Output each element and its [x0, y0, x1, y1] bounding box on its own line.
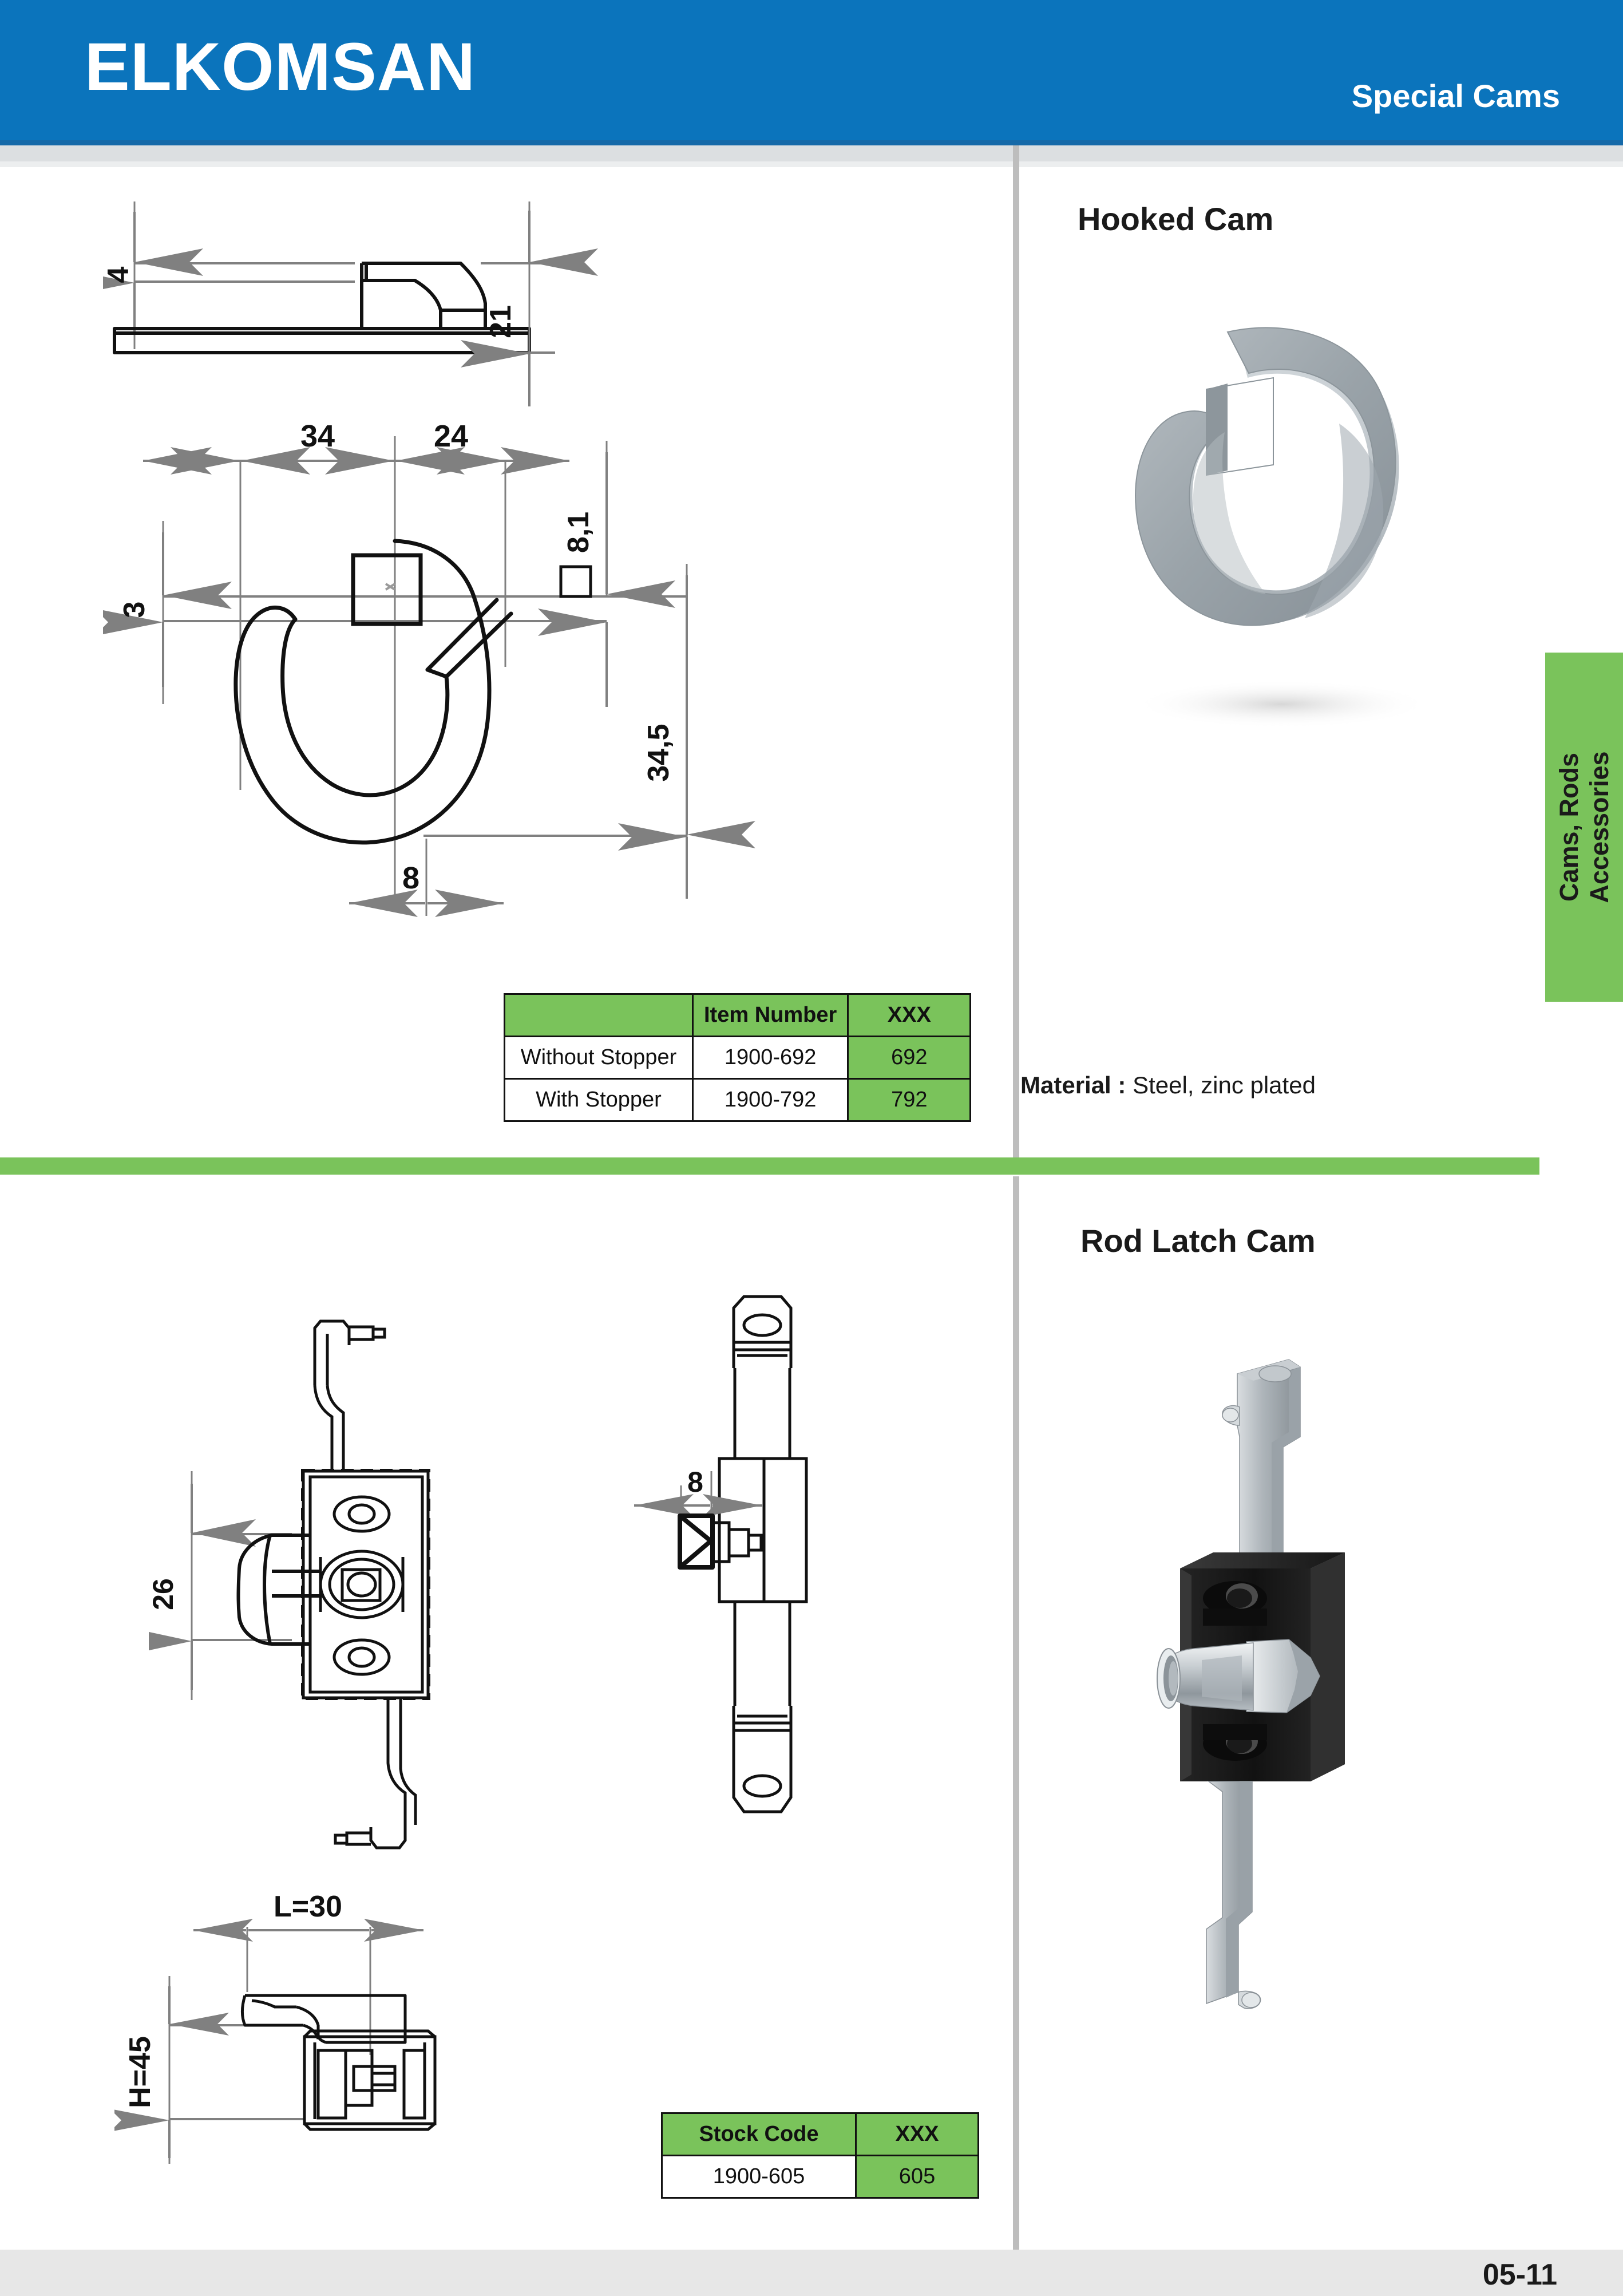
- dimension-3: 3: [118, 602, 151, 618]
- dimension-H45: H=45: [124, 2036, 157, 2108]
- rod-latch-cam-stock-table: Stock Code XXX 1900-605 605: [661, 2112, 979, 2199]
- page-footer: [0, 2250, 1623, 2296]
- rod-latch-cam-detail-view-drawing: L=30 H=45: [114, 1890, 437, 2164]
- dimension-24: 24: [434, 419, 468, 453]
- dimension-34-5: 34,5: [642, 724, 675, 781]
- header-gray-band-light: [0, 161, 1623, 167]
- section-title-hooked-cam: Hooked Cam: [1078, 201, 1274, 237]
- rod-latch-cam-side-view-drawing: 8: [634, 1295, 808, 1813]
- dimension-4: 4: [103, 266, 135, 283]
- table-header-item-number: Item Number: [691, 993, 849, 1037]
- hooked-cam-3d-render: [1133, 327, 1431, 728]
- dimension-26: 26: [149, 1578, 179, 1610]
- cell-item-number: 1900-692: [691, 1036, 849, 1080]
- header-section-title: Special Cams: [1351, 78, 1560, 114]
- hooked-cam-item-table: Item Number XXX Without Stopper 1900-692…: [504, 993, 972, 1122]
- side-tab-cams-rods-accessories: Cams, Rods Accessories: [1545, 653, 1623, 1002]
- cell-xxx-code: 692: [847, 1036, 972, 1080]
- dimension-21: 21: [484, 305, 517, 338]
- page-header: ELKOMSAN Special Cams: [0, 0, 1623, 140]
- dimension-8-side: 8: [687, 1466, 703, 1498]
- dimension-34: 34: [300, 419, 335, 453]
- cell-item-number: 1900-792: [691, 1078, 849, 1122]
- cell-stock-code: 1900-605: [661, 2155, 857, 2199]
- table-header-stock-code: Stock Code: [661, 2112, 857, 2156]
- table-header-xxx: XXX: [855, 2112, 979, 2156]
- section-title-rod-latch-cam: Rod Latch Cam: [1080, 1223, 1316, 1259]
- table-row: With Stopper 1900-792 792: [504, 1078, 972, 1122]
- table-row: Without Stopper 1900-692 692: [504, 1036, 972, 1080]
- table-row: 1900-605 605: [661, 2155, 979, 2199]
- rod-latch-cam-front-view-drawing: 26: [149, 1319, 430, 1850]
- hooked-cam-technical-drawing: 4 21 34 24 3 8,1 34,5: [103, 201, 755, 917]
- page-number: 05-11: [1482, 2258, 1557, 2291]
- header-underline: [0, 140, 1623, 145]
- cell-xxx-code: 792: [847, 1078, 972, 1122]
- cell-variant-name: With Stopper: [504, 1078, 694, 1122]
- material-value: Steel, zinc plated: [1133, 1072, 1316, 1098]
- brand-logo: ELKOMSAN: [85, 29, 476, 105]
- vertical-divider-bottom: [1013, 1176, 1019, 2252]
- header-gray-band: [0, 145, 1623, 161]
- green-horizontal-divider: [0, 1157, 1539, 1175]
- vertical-divider-top: [1013, 145, 1019, 1170]
- table-header-row: Stock Code XXX: [661, 2112, 979, 2156]
- dimension-8: 8: [402, 861, 419, 895]
- dimension-8-1: 8,1: [562, 512, 595, 553]
- side-tab-line-2: Accessories: [1585, 751, 1614, 903]
- cell-variant-name: Without Stopper: [504, 1036, 694, 1080]
- side-tab-line-1: Cams, Rods: [1554, 752, 1584, 902]
- dimension-L30: L=30: [274, 1890, 342, 1923]
- table-header-blank: [504, 993, 694, 1037]
- material-label: Material :: [1020, 1072, 1126, 1098]
- material-line: Material : Steel, zinc plated: [1020, 1073, 1316, 1097]
- cell-xxx-code: 605: [855, 2155, 979, 2199]
- rod-latch-cam-3d-render: [1157, 1359, 1345, 2009]
- table-header-xxx: XXX: [847, 993, 972, 1037]
- table-header-row: Item Number XXX: [504, 993, 972, 1037]
- side-tab-label: Cams, Rods Accessories: [1545, 653, 1623, 1002]
